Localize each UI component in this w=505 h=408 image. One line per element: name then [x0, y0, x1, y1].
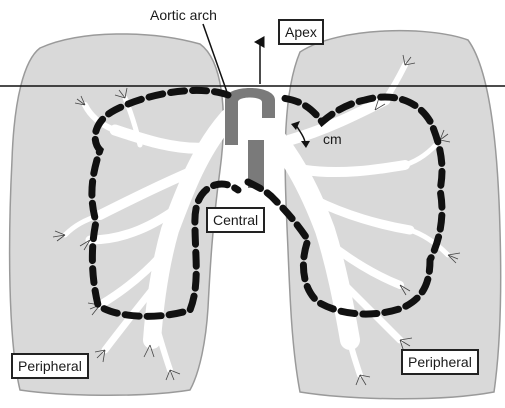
- apex-label: Apex: [278, 19, 324, 45]
- central-label: Central: [206, 207, 265, 233]
- cm-label: cm: [323, 132, 342, 146]
- peripheral-label-left: Peripheral: [11, 353, 89, 379]
- aortic-arch-label: Aortic arch: [150, 8, 217, 22]
- peripheral-label-right: Peripheral: [401, 349, 479, 375]
